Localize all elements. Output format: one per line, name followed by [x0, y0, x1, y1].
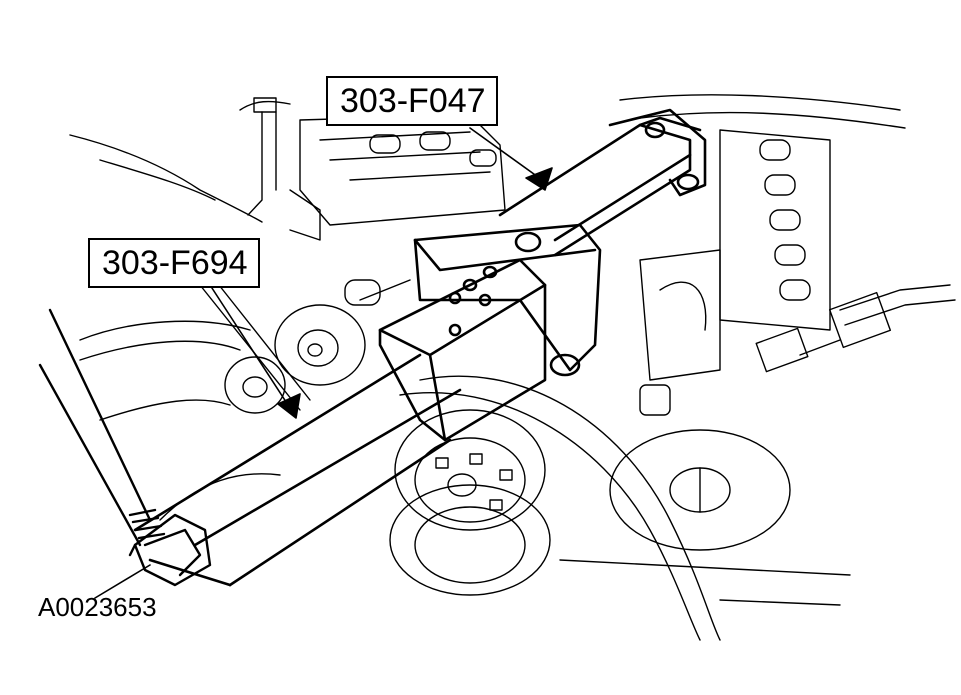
callout-303-F047: 303-F047 — [326, 76, 498, 126]
arrowhead-303-F047 — [525, 167, 553, 191]
bracket-303-F047 — [413, 108, 707, 377]
figure-id-label: A0023653 — [38, 592, 157, 622]
callout-303-F694: 303-F694 — [88, 238, 260, 288]
leader-303-F694 — [209, 284, 291, 409]
arrowhead-303-F694 — [277, 393, 301, 419]
callout-303-F047-label: 303-F047 — [340, 82, 486, 120]
callout-leaders — [94, 127, 553, 599]
engine-background — [69, 94, 956, 641]
support-bar-303-F694 — [133, 258, 547, 587]
leader-303-F047 — [469, 127, 546, 183]
threaded-rod-and-nut — [38, 308, 212, 587]
leader-figure-id — [94, 564, 151, 599]
callout-303-F694-label: 303-F694 — [102, 244, 248, 282]
